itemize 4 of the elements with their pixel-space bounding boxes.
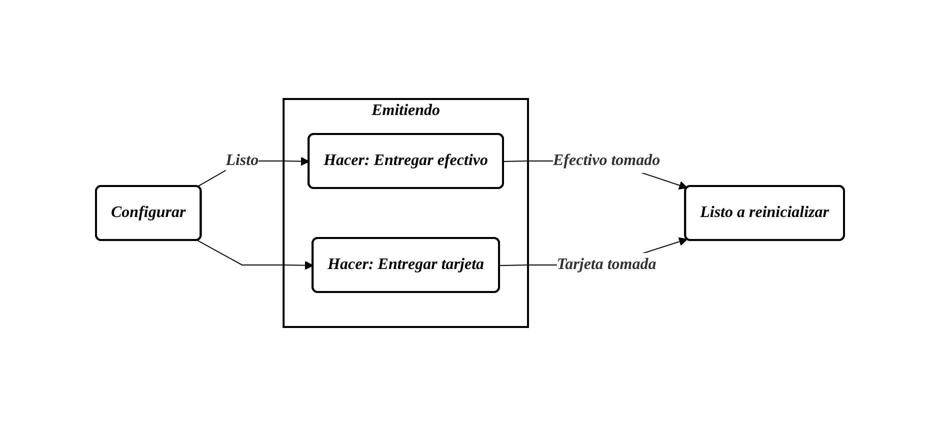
edge-label: Tarjeta tomada bbox=[556, 256, 656, 273]
edge-label: Efectivo tomado bbox=[553, 152, 660, 169]
edge-label: Listo bbox=[226, 152, 259, 169]
arrow bbox=[196, 240, 314, 270]
